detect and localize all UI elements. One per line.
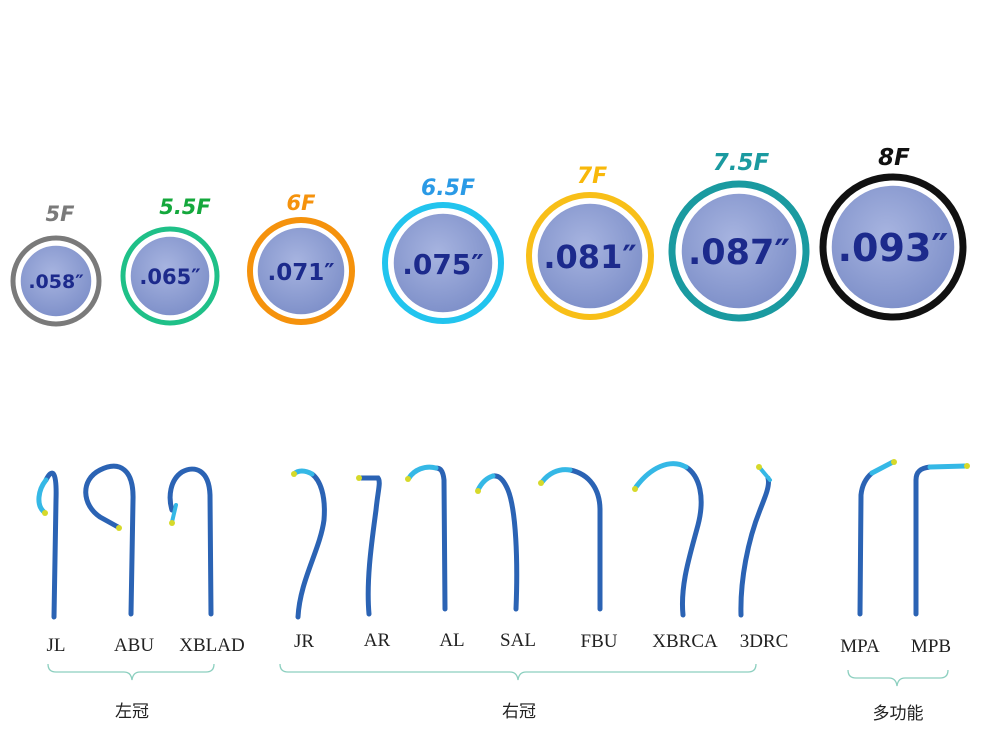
catheter-label-mpa: MPA xyxy=(840,636,880,657)
tip-end xyxy=(42,510,48,516)
inner-disc xyxy=(392,212,494,314)
body xyxy=(738,475,771,618)
catheter-abu xyxy=(83,463,136,617)
tip-end xyxy=(891,459,897,465)
catheter-label-sal: SAL xyxy=(500,630,536,651)
inner-disc xyxy=(536,202,644,310)
tip xyxy=(36,477,49,515)
tip-end xyxy=(291,471,297,477)
catheter-label-abu: ABU xyxy=(114,635,154,656)
french-label: 5F xyxy=(46,202,76,226)
body xyxy=(295,471,327,620)
size-circle-8f: .093″ 8F xyxy=(819,145,967,321)
catheter-al xyxy=(405,464,448,612)
bracket-multipurpose xyxy=(847,669,949,687)
catheter-label-al: AL xyxy=(439,630,464,651)
catheter-mpa xyxy=(857,459,897,617)
size-circle-7f: .081″ 7F xyxy=(526,164,654,320)
french-label: 5.5F xyxy=(159,195,211,219)
body xyxy=(490,473,520,612)
inch-label: .075″ xyxy=(402,248,484,281)
french-label: 6F xyxy=(287,191,317,215)
catheter-jr xyxy=(291,468,327,620)
tip-end xyxy=(169,520,175,526)
size-circle-6f: .071″ 6F xyxy=(247,191,355,325)
body xyxy=(913,464,933,617)
body xyxy=(433,465,448,612)
catheter-label-xbrca: XBRCA xyxy=(652,631,718,652)
size-circle-5-5f: .065″ 5.5F xyxy=(120,195,220,326)
catheter-3drc xyxy=(738,464,772,618)
catheter-ar xyxy=(356,475,382,617)
inch-label: .093″ xyxy=(838,226,949,270)
size-circle-7-5f: .087″ 7.5F xyxy=(668,150,810,322)
tip-end xyxy=(538,480,544,486)
group-label-multipurpose: 多功能 xyxy=(873,704,924,724)
inner-disc xyxy=(129,235,211,317)
inch-label: .087″ xyxy=(688,233,790,273)
size-circle-5f: .058″ 5F xyxy=(10,202,102,327)
group-labels: 左冠 右冠 多功能 xyxy=(115,702,924,724)
tip-end xyxy=(116,525,122,531)
body xyxy=(43,470,59,620)
body xyxy=(167,466,214,617)
body xyxy=(357,475,382,617)
group-brackets xyxy=(47,663,949,687)
catheter-label-jr: JR xyxy=(294,631,314,652)
inch-label: .065″ xyxy=(139,265,200,289)
tip-end xyxy=(964,463,970,469)
bracket-right-coronary xyxy=(279,663,757,681)
tip xyxy=(475,473,496,493)
body xyxy=(83,463,136,617)
catheter-xblad xyxy=(167,466,214,617)
tip-end xyxy=(632,486,638,492)
inch-label: .071″ xyxy=(267,260,334,286)
bracket-left-coronary xyxy=(47,663,215,681)
catheter-label-jl: JL xyxy=(47,635,66,656)
tip-end xyxy=(475,488,481,494)
tip xyxy=(633,461,689,490)
french-label: 7F xyxy=(577,164,607,189)
inner-disc xyxy=(830,184,956,310)
size-circle-6-5f: .075″ 6.5F xyxy=(382,176,504,324)
tip xyxy=(927,463,969,470)
inner-disc xyxy=(256,226,346,316)
catheter-labels: JL ABU XBLAD JR AR AL SAL FBU XBRCA 3DRC… xyxy=(47,630,952,657)
tip xyxy=(170,503,178,524)
french-label: 7.5F xyxy=(713,150,770,176)
body xyxy=(857,470,875,617)
inner-disc xyxy=(680,192,798,310)
catheter-label-mpb: MPB xyxy=(911,636,951,657)
catheter-fbu xyxy=(538,467,603,612)
inner-disc xyxy=(19,244,93,318)
catheter-label-3drc: 3DRC xyxy=(740,631,789,652)
inch-label: .081″ xyxy=(543,238,636,276)
catheter-shapes xyxy=(36,459,970,620)
inch-label: .058″ xyxy=(28,271,84,293)
tip xyxy=(539,467,573,485)
catheter-jl xyxy=(36,470,59,620)
catheter-mpb xyxy=(913,463,970,617)
body xyxy=(567,467,603,612)
tip xyxy=(758,466,772,482)
catheter-label-fbu: FBU xyxy=(581,631,618,652)
catheter-sal xyxy=(475,473,520,612)
french-label: 6.5F xyxy=(421,176,475,201)
group-label-left-coronary: 左冠 xyxy=(115,702,149,722)
catheter-label-xblad: XBLAD xyxy=(179,635,244,656)
tip xyxy=(869,459,896,476)
catheter-xbrca xyxy=(632,461,704,618)
group-label-right-coronary: 右冠 xyxy=(502,702,536,722)
tip xyxy=(406,464,439,481)
body xyxy=(679,464,704,618)
french-label: 8F xyxy=(878,145,910,171)
tip-end xyxy=(405,476,411,482)
tip-end xyxy=(356,475,362,481)
catheter-label-ar: AR xyxy=(364,630,391,651)
tip-end xyxy=(756,464,762,470)
